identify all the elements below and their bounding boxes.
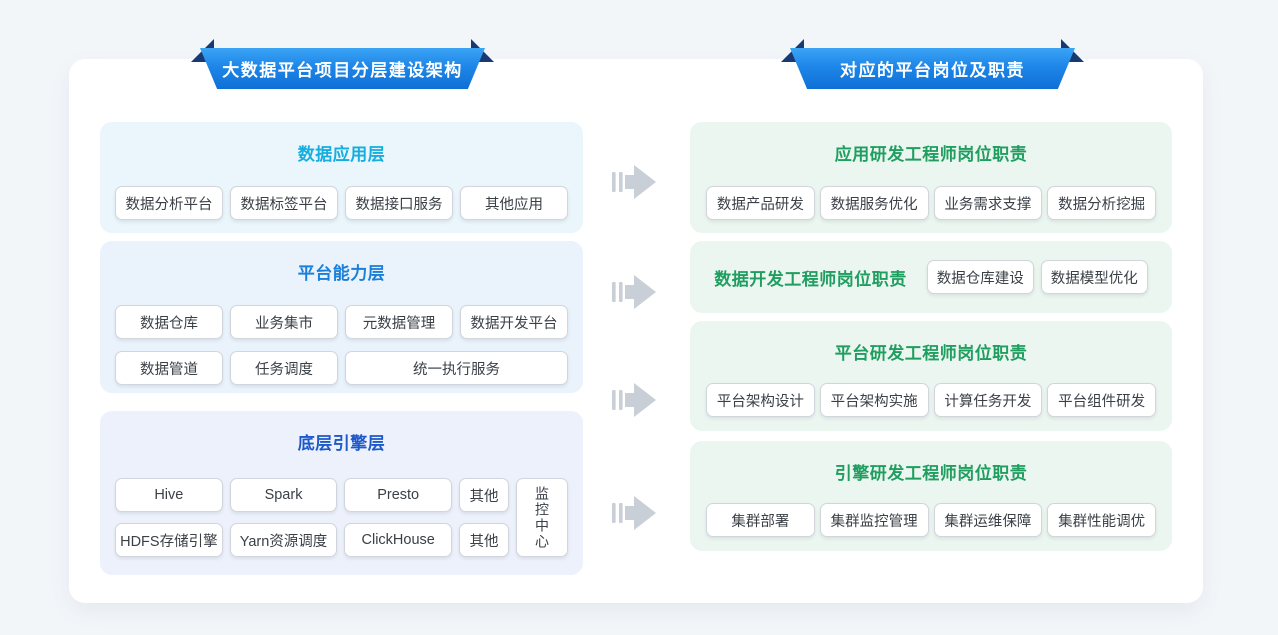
chip-row: HDFS存储引擎 Yarn资源调度 ClickHouse 其他 [115, 523, 510, 557]
role-title: 平台研发工程师岗位职责 [834, 344, 1028, 363]
role-title: 引擎研发工程师岗位职责 [834, 464, 1028, 483]
role-panel-data-engineer: 数据开发工程师岗位职责 数据仓库建设 数据模型优化 [690, 241, 1172, 313]
chip: 数据分析挖掘 [1047, 186, 1156, 220]
chip: 平台架构实施 [819, 383, 929, 417]
chip: Spark [229, 478, 338, 512]
chip-row: 数据管道 任务调度 统一执行服务 [100, 351, 583, 385]
role-panel-engine-engineer: 引擎研发工程师岗位职责 集群部署 集群监控管理 集群运维保障 集群性能调优 [690, 441, 1172, 551]
chip-row: 集群部署 集群监控管理 集群运维保障 集群性能调优 [690, 503, 1172, 537]
role-title: 应用研发工程师岗位职责 [834, 145, 1028, 164]
inline-row: 数据开发工程师岗位职责 数据仓库建设 数据模型优化 [690, 241, 1172, 313]
chip: 数据仓库 [115, 305, 223, 339]
chip: 数据仓库建设 [926, 260, 1034, 294]
chip: 任务调度 [230, 351, 338, 385]
chip: 其他 [459, 478, 510, 512]
role-panel-application-engineer: 应用研发工程师岗位职责 数据产品研发 数据服务优化 业务需求支撑 数据分析挖掘 [690, 122, 1172, 233]
flow-arrow-icon [612, 495, 658, 531]
chip: 数据接口服务 [345, 186, 453, 220]
role-title: 数据开发工程师岗位职责 [714, 269, 907, 289]
flow-arrow-icon [612, 274, 658, 310]
chip: 数据模型优化 [1040, 260, 1148, 294]
flow-arrow-icon [612, 382, 658, 418]
layer-title: 数据应用层 [297, 145, 386, 164]
layer-panel-data-application: 数据应用层 数据分析平台 数据标签平台 数据接口服务 其他应用 [100, 122, 583, 233]
chip: 集群性能调优 [1047, 503, 1156, 537]
chip: 元数据管理 [345, 305, 453, 339]
role-panel-platform-engineer: 平台研发工程师岗位职责 平台架构设计 平台架构实施 计算任务开发 平台组件研发 [690, 321, 1172, 431]
banner-architecture-title: 大数据平台项目分层建设架构 [200, 48, 485, 89]
chip: ClickHouse [344, 523, 453, 557]
chip: 数据标签平台 [230, 186, 338, 220]
layer-panel-platform-capability: 平台能力层 数据仓库 业务集市 元数据管理 数据开发平台 数据管道 任务调度 统… [100, 241, 583, 393]
chip: 计算任务开发 [933, 383, 1043, 417]
chip: 其他 [459, 523, 510, 557]
chip: 数据分析平台 [115, 186, 223, 220]
layer-title: 底层引擎层 [297, 434, 386, 453]
chip: 集群监控管理 [819, 503, 929, 537]
engine-grid: Hive Spark Presto 其他 HDFS存储引擎 Yarn资源调度 C… [115, 478, 510, 557]
layer-title: 平台能力层 [297, 264, 386, 283]
chip-row: 平台架构设计 平台架构实施 计算任务开发 平台组件研发 [690, 383, 1172, 417]
chip-row: Hive Spark Presto 其他 [115, 478, 510, 512]
banner-architecture: 大数据平台项目分层建设架构 [191, 39, 494, 89]
chip: 数据服务优化 [819, 186, 929, 220]
engine-chip-area: Hive Spark Presto 其他 HDFS存储引擎 Yarn资源调度 C… [100, 478, 583, 557]
chip: 统一执行服务 [345, 351, 568, 385]
chip-monitoring-center: 监控中心 [516, 478, 568, 557]
chip-row: 数据分析平台 数据标签平台 数据接口服务 其他应用 [100, 186, 583, 220]
chip: 数据产品研发 [706, 186, 815, 220]
chip: 集群运维保障 [933, 503, 1043, 537]
chip: 其他应用 [460, 186, 568, 220]
chip: 业务需求支撑 [933, 186, 1043, 220]
banner-roles: 对应的平台岗位及职责 [781, 39, 1084, 89]
chip: 平台架构设计 [706, 383, 815, 417]
chip: Presto [344, 478, 453, 512]
chip: Hive [115, 478, 223, 512]
chip-row: 数据仓库 业务集市 元数据管理 数据开发平台 [100, 305, 583, 339]
chip: HDFS存储引擎 [115, 523, 223, 557]
chip-row: 数据产品研发 数据服务优化 业务需求支撑 数据分析挖掘 [690, 186, 1172, 220]
chip: 集群部署 [706, 503, 815, 537]
chip: 平台组件研发 [1047, 383, 1156, 417]
chip: 数据管道 [115, 351, 223, 385]
chip: Yarn资源调度 [229, 523, 338, 557]
flow-arrow-icon [612, 164, 658, 200]
banner-roles-title: 对应的平台岗位及职责 [790, 48, 1075, 89]
layer-panel-engine: 底层引擎层 Hive Spark Presto 其他 HDFS存储引擎 Yarn… [100, 411, 583, 575]
chip: 数据开发平台 [460, 305, 568, 339]
chip: 业务集市 [230, 305, 338, 339]
